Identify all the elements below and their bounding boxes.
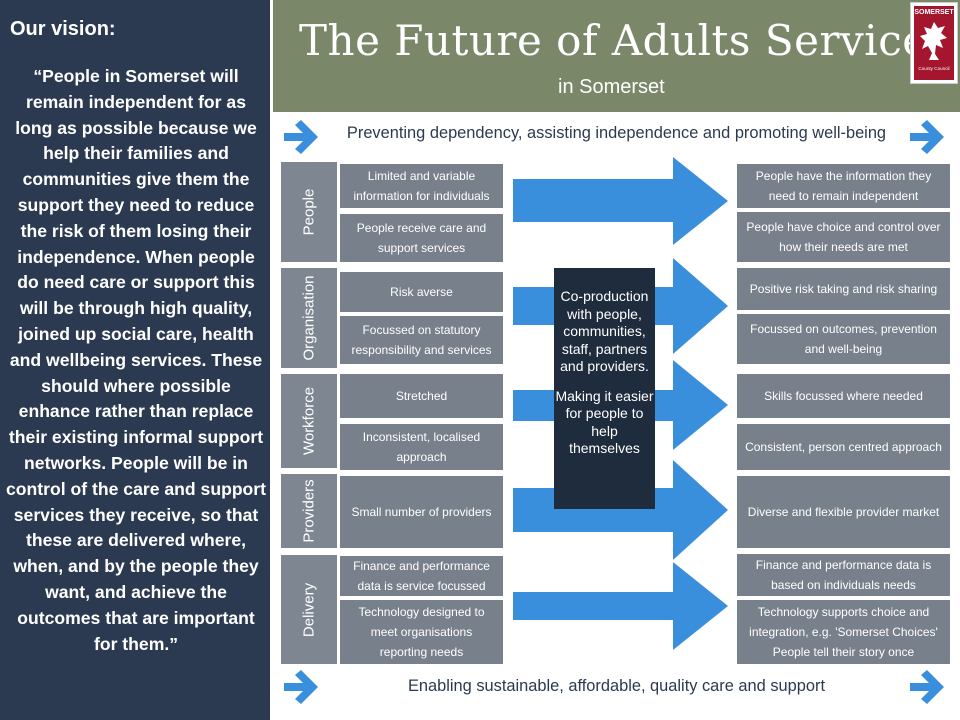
logo-shield: SOMERSET County Council [914,6,954,80]
vision-heading: Our vision: [10,18,116,40]
dragon-icon [920,22,947,60]
top-banner: Preventing dependency, assisting indepen… [346,124,887,142]
page-subtitle: in Somerset [558,76,665,98]
category-people: People [281,162,337,262]
current-state-box: Limited and variable information for ind… [340,164,503,208]
coproduction-subtext: Making it easier for people to help them… [555,387,654,457]
current-state-box: Finance and performance data is service … [340,556,503,596]
header-bar: The Future of Adults Services in Somerse… [273,0,960,112]
arrow-right-icon [910,670,944,704]
future-state-box: Skills focussed where needed [737,374,950,418]
future-state-box: Consistent, person centred approach [737,424,950,470]
current-state-box: Small number of providers [340,476,503,548]
future-state-box: People have choice and control over how … [737,212,950,262]
current-state-box: Stretched [340,374,503,418]
arrow-right-icon [284,120,318,154]
arrow-right-icon [284,670,318,704]
arrow-right-icon [910,120,944,154]
future-state-box: Finance and performance data is based on… [737,554,950,596]
vision-panel: Our vision: “People in Somerset will rem… [0,0,270,720]
bottom-banner: Enabling sustainable, affordable, qualit… [407,677,826,695]
logo-subtitle: County Council [918,66,950,71]
current-state-box: Risk averse [340,272,503,312]
council-logo: SOMERSET County Council [910,2,958,84]
page-title: The Future of Adults Services [299,16,950,65]
future-state-box: Positive risk taking and risk sharing [737,268,950,310]
infographic: The Future of Adults Services in Somerse… [273,0,960,720]
vision-statement: “People in Somerset will remain independ… [6,66,267,654]
future-state-box: Diverse and flexible provider market [737,476,950,548]
future-state-box: People have the information they need to… [737,164,950,208]
current-state-box: People receive care and support services [340,214,503,262]
current-state-box: Focussed on statutory responsibility and… [340,316,503,364]
future-state-box: Focussed on outcomes, prevention and wel… [737,314,950,364]
coproduction-text: Co-production with people, communities, … [560,288,649,374]
panel-divider [270,0,273,720]
category-delivery: Delivery [281,555,337,664]
future-state-box: Technology supports choice and integrati… [737,600,950,664]
coproduction-box: Co-production with people, communities, … [554,268,655,509]
current-state-box: Technology designed to meet organisation… [340,600,503,664]
category-organisation: Organisation [281,268,337,368]
category-workforce: Workforce [281,374,337,468]
current-state-box: Inconsistent, localised approach [340,424,503,470]
transition-arrow [513,460,728,560]
category-providers: Providers [281,474,337,548]
transition-arrow [513,157,728,245]
transition-arrow [513,562,728,650]
logo-title: SOMERSET [914,9,954,16]
